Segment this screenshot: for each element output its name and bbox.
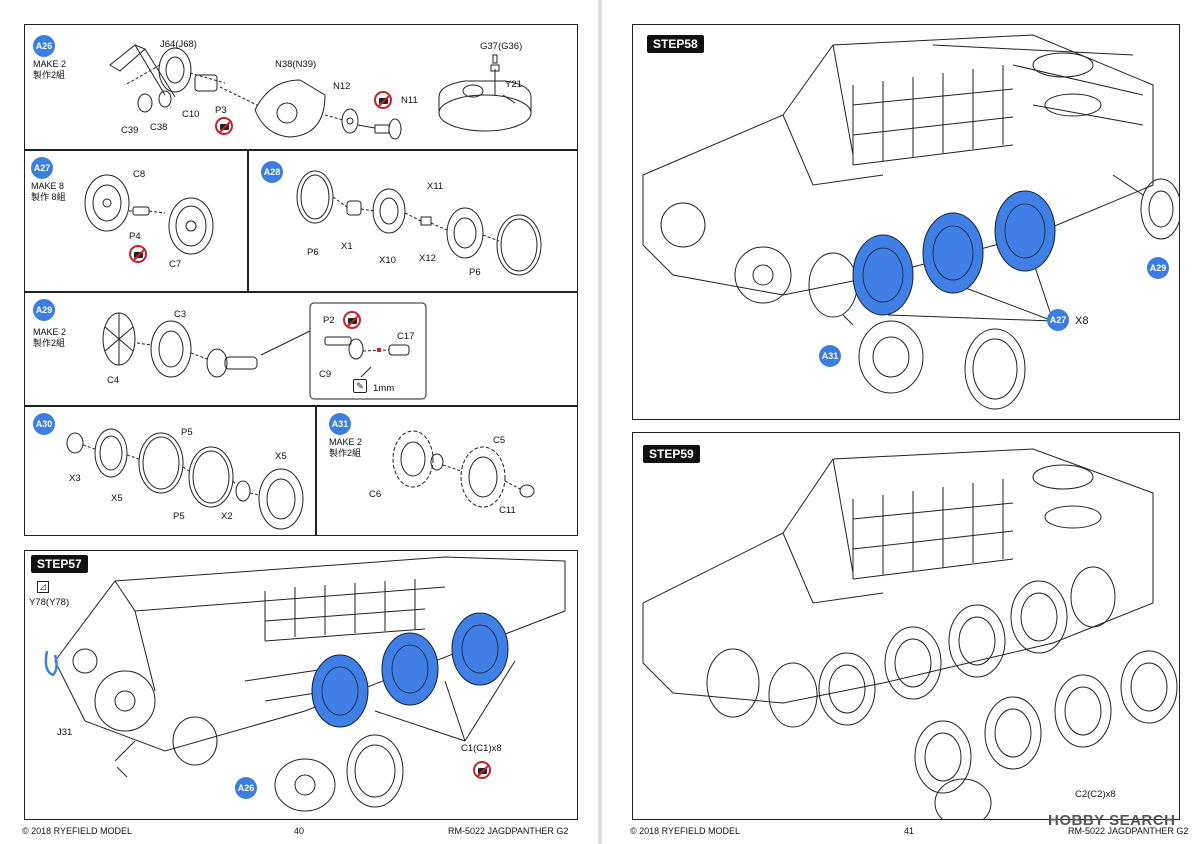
footer-title: RM-5022 JAGDPANTHER G2 [1068,826,1189,836]
panel-a27: A27 MAKE 8 製作 8組 C8 P4 C7 [24,150,248,292]
label-c1: C1(C1)x8 [461,743,502,754]
label-j64: J64(J68) [160,39,197,50]
label-c38: C38 [150,122,168,133]
a30-parts-diagram [66,428,304,530]
label-y21: Y21 [505,79,522,90]
label-c10: C10 [182,109,200,120]
label-n38: N38(N39) [275,59,317,70]
footer-page-number: 40 [294,826,305,836]
label-c3: C3 [174,309,187,320]
label-c7: C7 [169,259,182,270]
label-c8: C8 [133,169,146,180]
badge-a27: A27 [1047,309,1069,331]
label-x1: X1 [341,241,353,252]
panel-a28: A28 X11 P6 X1 X10 X12 P6 [248,150,578,292]
a29-parts-diagram [102,302,427,400]
cement-brush-icon: ◿ [37,581,49,593]
step59-assembly-diagram [642,448,1178,819]
watermark: HOBBY SEARCH [1048,812,1176,829]
panel-step58: STEP58 [632,24,1180,420]
badge-a29: A29 [1147,257,1169,279]
label-c17: C17 [397,331,415,342]
label-x2: X2 [221,511,233,522]
label-x3: X3 [69,473,81,484]
footer-copyright: © 2018 RYEFIELD MODEL [22,826,133,836]
step58-assembly-diagram [642,34,1179,410]
label-p2: P2 [323,315,335,326]
label-c5: C5 [493,435,506,446]
no-glue-icon [129,245,147,263]
label-n11: N11 [401,95,418,106]
panel-step59: STEP59 [632,432,1180,820]
a31-parts-diagram [392,430,535,508]
badge-a27: A27 [31,157,53,179]
no-glue-icon [374,91,392,109]
make-note-a31: MAKE 2 製作2組 [329,437,363,458]
panel-a31: A31 MAKE 2 製作2組 C5 C6 C11 [316,406,578,536]
step-title: STEP59 [643,445,700,463]
badge-a28: A28 [261,161,283,183]
panel-a30: A30 P5 X3 X5 X5 P5 X2 [24,406,316,536]
label-j31: J31 [57,727,73,738]
footer-page-number: 41 [904,826,915,836]
label-x10: X10 [379,255,396,266]
badge-a31: A31 [329,413,351,435]
make-note-a29: MAKE 2 製作2組 [33,327,67,348]
step57-assembly-diagram [44,556,566,812]
badge-a26: A26 [235,777,257,799]
label-p5: P5 [181,427,193,438]
label-x5: X5 [111,493,123,504]
label-p3: P3 [215,105,227,116]
panel-a29: A29 MAKE 2 製作2組 [24,292,578,406]
footer-copyright: © 2018 RYEFIELD MODEL [630,826,741,836]
label-p5: P5 [173,511,185,522]
label-n12: N12 [333,81,351,92]
step-title: STEP57 [31,555,88,573]
badge-a31: A31 [819,345,841,367]
make-note-a26: MAKE 2 製作2組 [33,59,67,80]
label-1mm: 1mm [373,383,395,394]
a26-parts-diagram [109,44,532,140]
no-glue-icon [215,117,233,135]
badge-a26: A26 [33,35,55,57]
label-x5: X5 [275,451,287,462]
badge-a29: A29 [33,299,55,321]
instruction-page-41: STEP58 [602,0,1200,844]
label-x8: X8 [1075,315,1089,327]
label-c2: C2(C2)x8 [1075,789,1116,800]
label-y78: Y78(Y78) [29,597,70,608]
label-p4: P4 [129,231,141,242]
no-glue-icon [343,311,361,329]
panel-step57: STEP57 A26 [24,550,578,820]
panel-a26: A26 MAKE 2 製作2組 [24,24,578,150]
make-note-a27: MAKE 8 製作 8組 [31,181,66,202]
label-c11: C11 [499,505,516,516]
label-c6: C6 [369,489,382,500]
a27-parts-diagram [84,174,214,255]
no-glue-icon [473,761,491,779]
step-title: STEP58 [647,35,704,53]
label-x11: X11 [427,181,444,192]
a28-parts-diagram [296,170,542,276]
label-c39: C39 [121,125,139,136]
label-x12: X12 [419,253,436,264]
label-c9: C9 [319,369,332,380]
instruction-page-40: A26 MAKE 2 製作2組 [0,0,598,844]
label-g37: G37(G36) [480,41,523,52]
label-c4: C4 [107,375,120,386]
label-p6: P6 [307,247,319,258]
book-gutter [596,0,604,844]
footer-title: RM-5022 JAGDPANTHER G2 [448,826,569,836]
badge-a30: A30 [33,413,55,435]
label-p6: P6 [469,267,481,278]
drill-icon: ✎ [353,379,367,393]
